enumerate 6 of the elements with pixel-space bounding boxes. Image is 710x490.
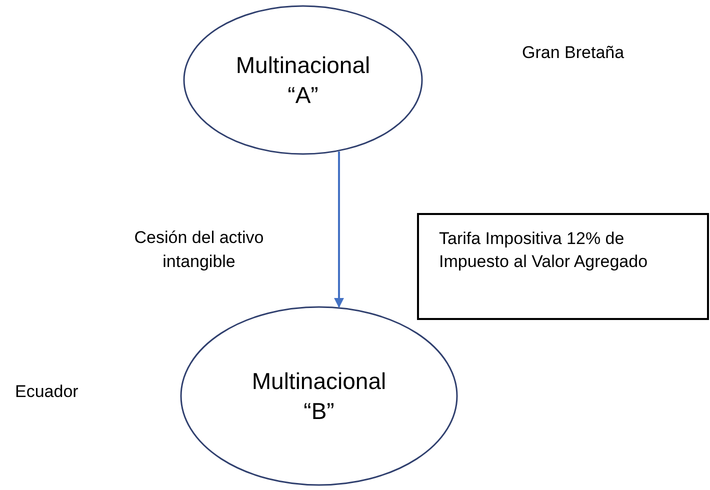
- arrow: [334, 152, 344, 308]
- node-label: Multinacional “B”: [250, 367, 388, 426]
- country-label: Gran Bretaña: [522, 42, 624, 64]
- note-text: Tarifa Impositiva 12% de Impuesto al Valor Agregado: [439, 228, 649, 273]
- node-label: Multinacional “A”: [234, 51, 372, 110]
- country-label: Ecuador: [15, 381, 78, 403]
